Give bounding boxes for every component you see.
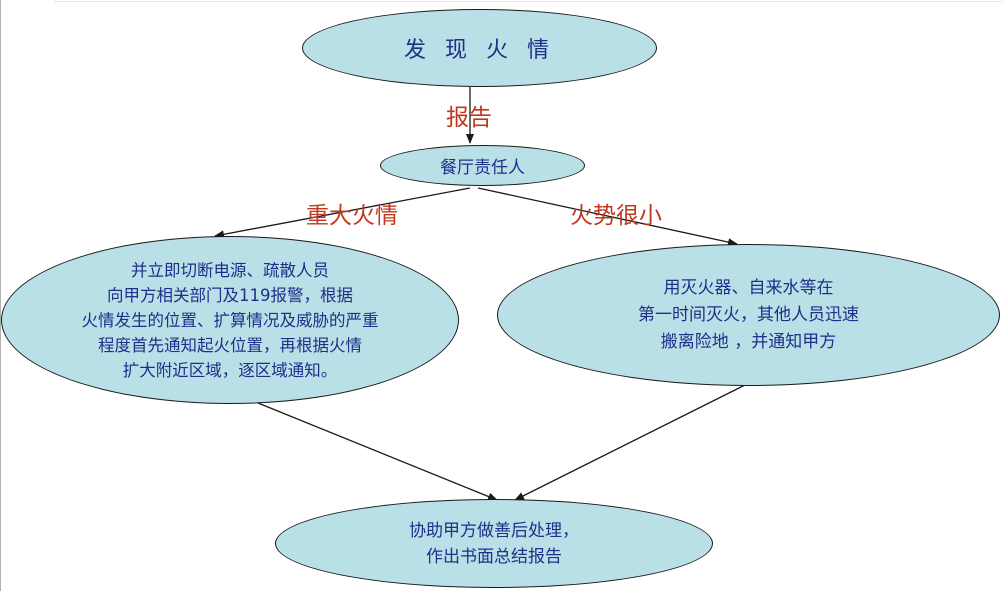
node-major-fire-actions: 并立即切断电源、疏散人员 向甲方相关部门及119报警，根据 火情发生的位置、扩算…	[1, 236, 459, 404]
top-dotted-rule	[55, 1, 1002, 2]
edge-label-minor-fire: 火势很小	[570, 203, 662, 229]
edge-label-major-fire: 重大火情	[306, 203, 398, 229]
left-edge-rule	[0, 0, 1, 591]
node-minor-fire-actions: 用灭火器、自来水等在 第一时间灭火，其他人员迅速 搬离险地 ，并通知甲方	[497, 244, 1000, 386]
edge-label-report: 报告	[446, 105, 492, 131]
node-major-fire-actions-text: 并立即切断电源、疏散人员 向甲方相关部门及119报警，根据 火情发生的位置、扩算…	[81, 260, 379, 380]
node-aftermath: 协助甲方做善后处理， 作出书面总结报告	[275, 499, 713, 588]
node-discover-fire: 发 现 火 情	[302, 9, 657, 87]
arrow-major-to-aftermath	[257, 402, 498, 501]
node-restaurant-manager: 餐厅责任人	[380, 145, 585, 186]
arrow-manager-to-minor	[477, 187, 738, 247]
arrow-manager-to-major	[214, 187, 471, 239]
arrow-minor-to-aftermath	[514, 384, 746, 501]
node-restaurant-manager-text: 餐厅责任人	[440, 158, 525, 178]
node-discover-fire-text: 发 现 火 情	[404, 38, 555, 63]
node-aftermath-text: 协助甲方做善后处理， 作出书面总结报告	[409, 520, 579, 567]
node-minor-fire-actions-text: 用灭火器、自来水等在 第一时间灭火，其他人员迅速 搬离险地 ，并通知甲方	[638, 277, 859, 352]
